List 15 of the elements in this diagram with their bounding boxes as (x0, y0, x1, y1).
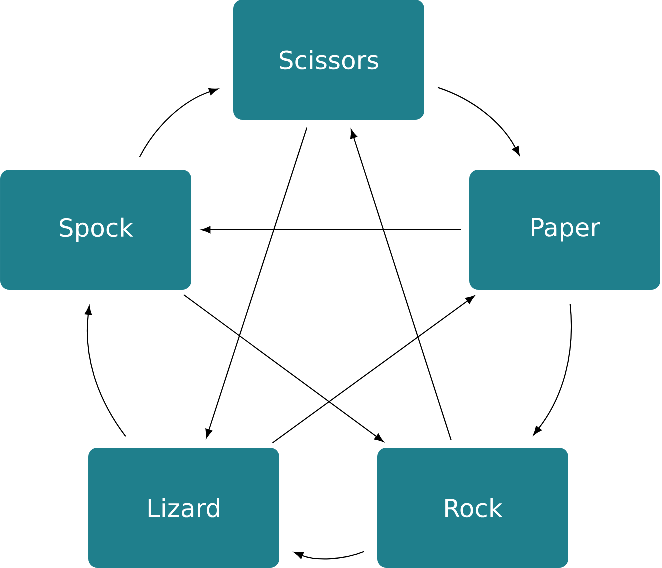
concept-box: Lizard (88, 448, 280, 568)
arrow (84, 306, 126, 437)
concept-box: Spock (0, 170, 192, 290)
arrow (272, 296, 475, 444)
arrow (533, 304, 572, 436)
arrow (350, 129, 452, 440)
concept-box: Scissors (234, 0, 424, 120)
arrow (206, 128, 308, 438)
arrow (294, 551, 365, 560)
arrow (201, 226, 462, 234)
concept-box: Paper (470, 170, 660, 290)
arrow (184, 294, 384, 442)
arrow (438, 87, 520, 156)
arrow (139, 88, 218, 158)
concept-box: Rock (378, 448, 568, 568)
